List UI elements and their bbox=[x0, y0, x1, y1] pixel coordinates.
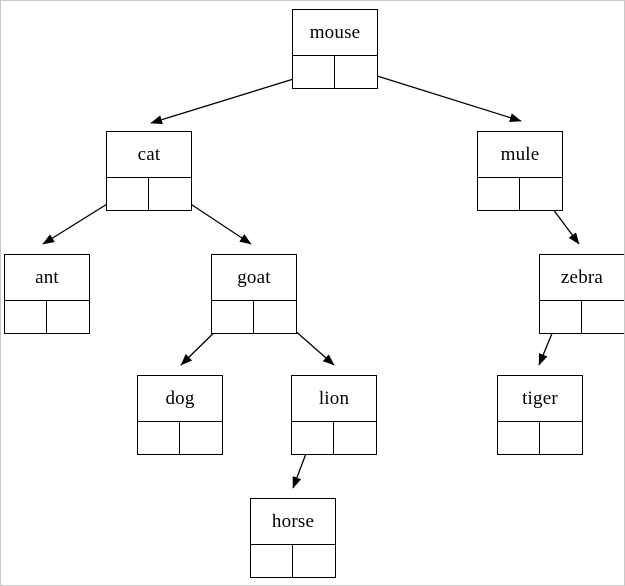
node-pointer-cells-horse bbox=[251, 545, 335, 577]
node-label-dog: dog bbox=[138, 376, 222, 422]
node-pointer-cells-lion bbox=[292, 422, 376, 454]
node-pointer-cells-cat bbox=[107, 178, 191, 210]
node-label-zebra: zebra bbox=[540, 255, 624, 301]
node-pointer-right-mule[interactable] bbox=[520, 178, 562, 210]
node-pointer-right-mouse[interactable] bbox=[335, 56, 377, 88]
node-pointer-left-horse[interactable] bbox=[251, 545, 293, 577]
node-pointer-cells-zebra bbox=[540, 301, 624, 333]
node-pointer-right-goat[interactable] bbox=[254, 301, 296, 333]
node-pointer-left-lion[interactable] bbox=[292, 422, 334, 454]
node-pointer-right-tiger[interactable] bbox=[540, 422, 582, 454]
node-pointer-cells-mouse bbox=[293, 56, 377, 88]
edge-mouse-left-to-cat bbox=[150, 72, 314, 125]
node-label-mouse: mouse bbox=[293, 10, 377, 56]
node-pointer-left-zebra[interactable] bbox=[540, 301, 582, 333]
node-label-lion: lion bbox=[292, 376, 376, 422]
tree-node-ant[interactable]: ant bbox=[4, 254, 90, 334]
node-pointer-left-mouse[interactable] bbox=[293, 56, 335, 88]
node-pointer-right-dog[interactable] bbox=[180, 422, 222, 454]
node-pointer-left-mule[interactable] bbox=[478, 178, 520, 210]
tree-node-lion[interactable]: lion bbox=[291, 375, 377, 455]
node-pointer-cells-ant bbox=[5, 301, 89, 333]
tree-node-mouse[interactable]: mouse bbox=[292, 9, 378, 89]
node-pointer-right-horse[interactable] bbox=[293, 545, 335, 577]
node-pointer-left-goat[interactable] bbox=[212, 301, 254, 333]
node-pointer-cells-goat bbox=[212, 301, 296, 333]
node-pointer-left-ant[interactable] bbox=[5, 301, 47, 333]
node-label-mule: mule bbox=[478, 132, 562, 178]
tree-node-dog[interactable]: dog bbox=[137, 375, 223, 455]
tree-node-tiger[interactable]: tiger bbox=[497, 375, 583, 455]
tree-node-goat[interactable]: goat bbox=[211, 254, 297, 334]
node-label-cat: cat bbox=[107, 132, 191, 178]
node-label-ant: ant bbox=[5, 255, 89, 301]
node-pointer-left-tiger[interactable] bbox=[498, 422, 540, 454]
tree-node-cat[interactable]: cat bbox=[106, 131, 192, 211]
node-pointer-right-lion[interactable] bbox=[334, 422, 376, 454]
node-pointer-left-dog[interactable] bbox=[138, 422, 180, 454]
node-pointer-cells-mule bbox=[478, 178, 562, 210]
node-pointer-right-ant[interactable] bbox=[47, 301, 89, 333]
node-label-horse: horse bbox=[251, 499, 335, 545]
tree-node-horse[interactable]: horse bbox=[250, 498, 336, 578]
node-pointer-cells-tiger bbox=[498, 422, 582, 454]
node-pointer-cells-dog bbox=[138, 422, 222, 454]
node-pointer-right-zebra[interactable] bbox=[582, 301, 624, 333]
node-label-goat: goat bbox=[212, 255, 296, 301]
tree-node-mule[interactable]: mule bbox=[477, 131, 563, 211]
edge-mouse-right-to-mule bbox=[357, 69, 522, 123]
tree-node-zebra[interactable]: zebra bbox=[539, 254, 624, 334]
node-label-tiger: tiger bbox=[498, 376, 582, 422]
node-pointer-left-cat[interactable] bbox=[107, 178, 149, 210]
node-pointer-right-cat[interactable] bbox=[149, 178, 191, 210]
